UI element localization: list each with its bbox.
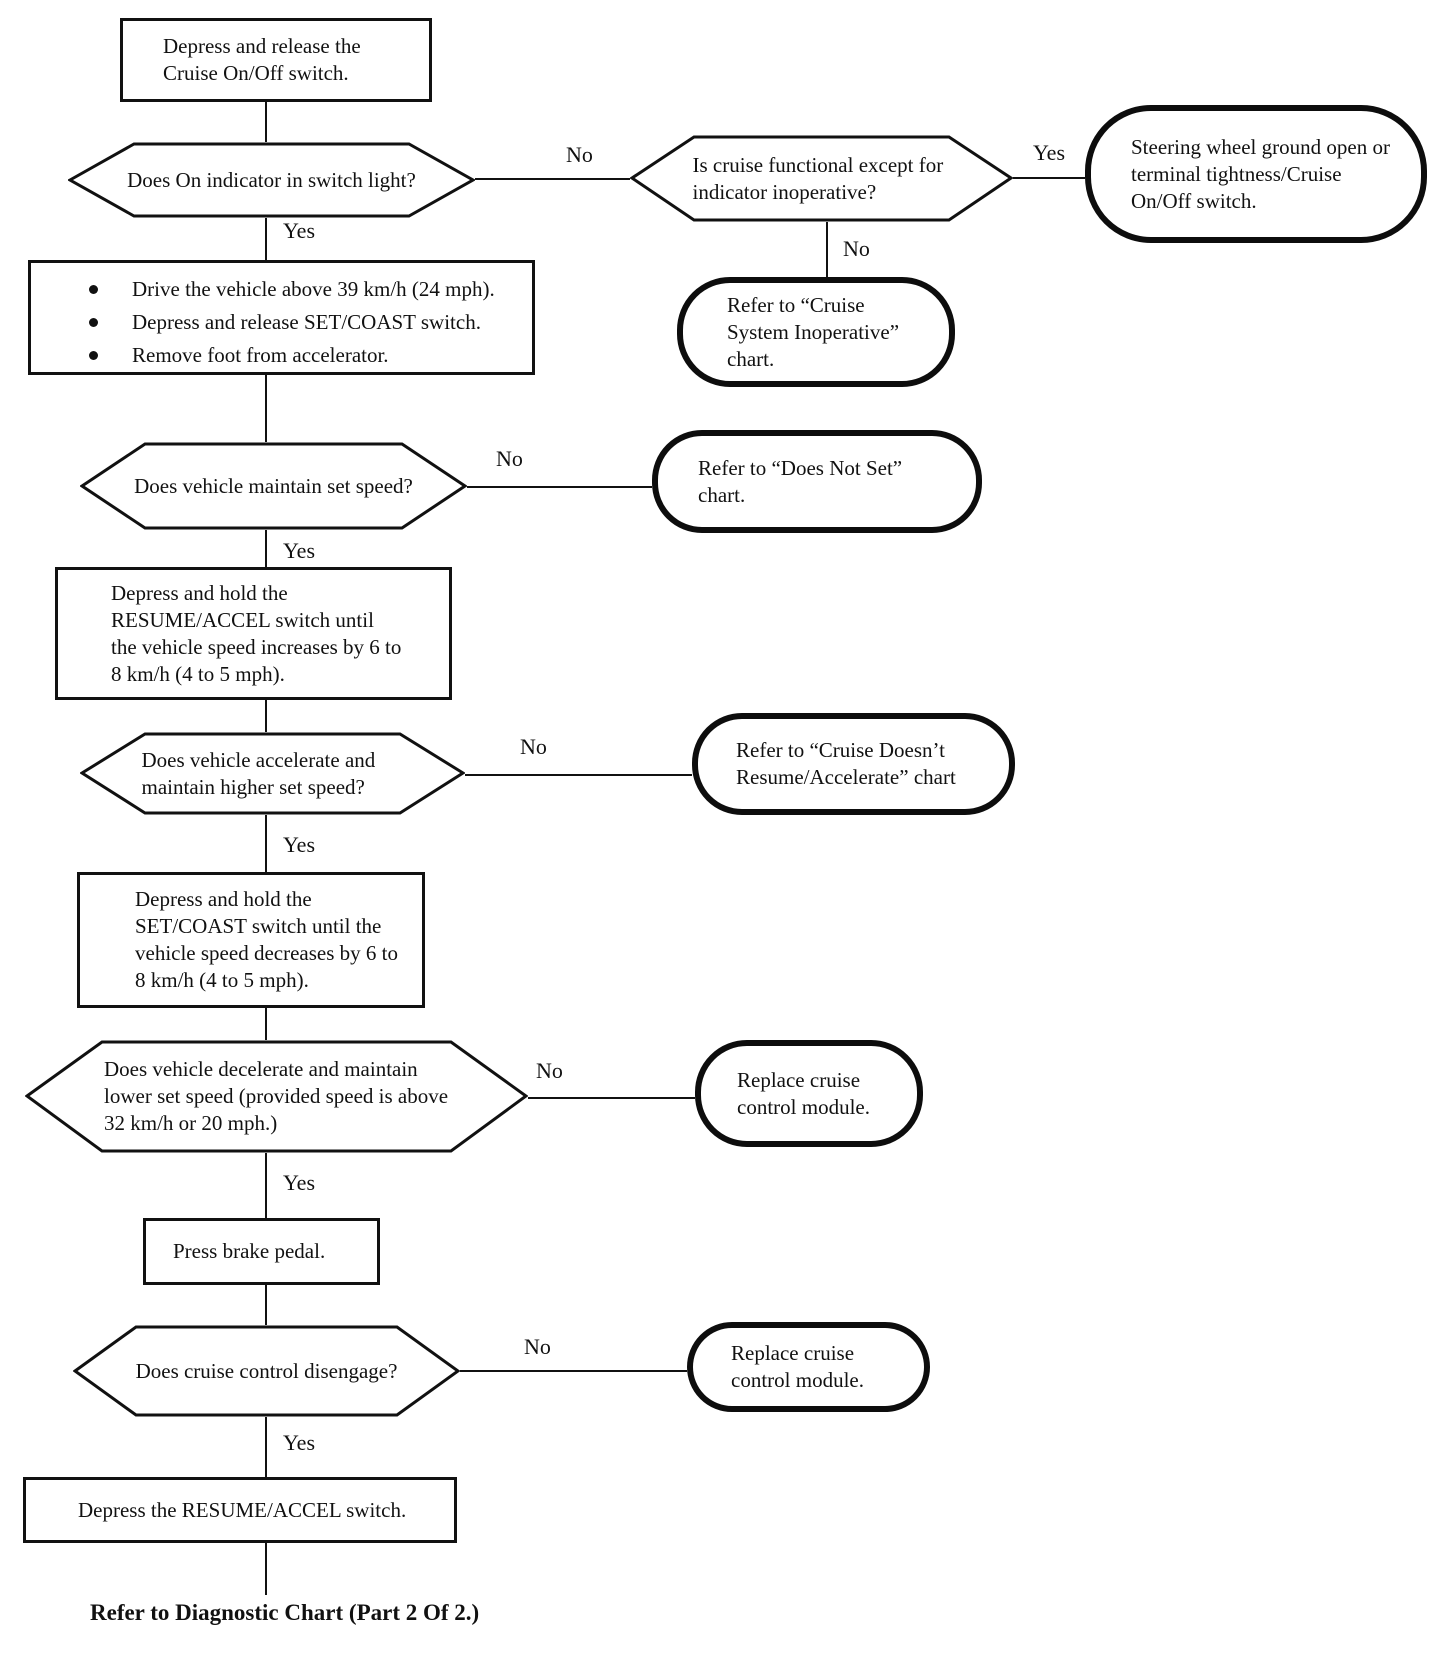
decision-on-indicator: Does On indicator in switch light? xyxy=(68,142,475,218)
connector-line xyxy=(265,1008,267,1040)
terminal-steering-wheel-ground: Steering wheel ground open or terminal t… xyxy=(1085,105,1427,243)
process-drive-vehicle-steps: Drive the vehicle above 39 km/h (24 mph)… xyxy=(28,260,535,375)
terminal-text: Replace cruise control module. xyxy=(737,1067,870,1119)
terminal-doesnt-resume-chart: Refer to “Cruise Doesn’t Resume/Accelera… xyxy=(692,713,1015,815)
process-text: Depress and hold the RESUME/ACCEL switch… xyxy=(111,580,402,686)
connector-line xyxy=(528,1097,695,1099)
connector-line xyxy=(475,178,630,180)
connector-line xyxy=(265,218,267,262)
hexagon-outline xyxy=(630,135,1013,222)
connector-line xyxy=(467,486,652,488)
bullet-icon xyxy=(89,351,98,360)
yes-label: Yes xyxy=(283,1170,316,1195)
decision-accelerate-higher-speed: Does vehicle accelerate and maintain hig… xyxy=(80,732,465,815)
terminal-does-not-set-chart: Refer to “Does Not Set” chart. xyxy=(652,430,982,533)
decision-text: Does vehicle accelerate and maintain hig… xyxy=(141,747,376,799)
decision-text: Does vehicle maintain set speed? xyxy=(134,473,413,498)
process-depress-resume-accel: Depress the RESUME/ACCEL switch. xyxy=(23,1477,457,1543)
decision-maintain-set-speed: Does vehicle maintain set speed? xyxy=(80,442,467,530)
connector-line xyxy=(265,700,267,732)
process-hold-set-coast: Depress and hold the SET/COAST switch un… xyxy=(77,872,425,1008)
terminal-text: Steering wheel ground open or terminal t… xyxy=(1131,134,1390,213)
connector-line xyxy=(265,375,267,442)
connector-line xyxy=(265,1543,267,1595)
bullet-icon xyxy=(89,285,98,294)
connector-line xyxy=(465,774,692,776)
yes-label: Yes xyxy=(283,1430,316,1455)
process-text: Depress and release the Cruise On/Off sw… xyxy=(163,34,361,85)
terminal-cruise-system-inoperative: Refer to “Cruise System Inoperative” cha… xyxy=(677,277,955,387)
connector-line xyxy=(265,1153,267,1218)
bullet-item: Depress and release SET/COAST switch. xyxy=(89,306,495,339)
terminal-text: Refer to “Does Not Set” chart. xyxy=(698,455,903,507)
yes-label: Yes xyxy=(283,538,316,563)
terminal-text: Refer to “Cruise System Inoperative” cha… xyxy=(727,292,900,371)
terminal-replace-module: Replace cruise control module. xyxy=(695,1040,923,1147)
process-press-brake-pedal: Press brake pedal. xyxy=(143,1218,380,1285)
bullet-item: Remove foot from accelerator. xyxy=(89,339,495,372)
process-text: Depress and hold the SET/COAST switch un… xyxy=(135,887,398,992)
hexagon-outline xyxy=(73,1325,460,1417)
yes-label: Yes xyxy=(283,218,316,243)
process-text: Depress the RESUME/ACCEL switch. xyxy=(78,1497,407,1522)
no-label: No xyxy=(524,1334,551,1359)
hexagon-outline xyxy=(25,1040,528,1153)
bullet-text: Depress and release SET/COAST switch. xyxy=(132,310,481,334)
connector-line xyxy=(1013,177,1085,179)
decision-text: Does On indicator in switch light? xyxy=(127,167,416,192)
connector-line xyxy=(460,1370,687,1372)
decision-decelerate-lower-speed: Does vehicle decelerate and maintain low… xyxy=(25,1040,528,1153)
yes-label: Yes xyxy=(283,832,316,857)
connector-line xyxy=(826,222,828,277)
terminal-replace-module: Replace cruise control module. xyxy=(687,1322,930,1412)
bullet-item: Drive the vehicle above 39 km/h (24 mph)… xyxy=(89,273,495,306)
connector-line xyxy=(265,1417,267,1477)
connector-line xyxy=(265,530,267,567)
decision-text: Does cruise control disengage? xyxy=(135,1358,398,1383)
no-label: No xyxy=(536,1058,563,1083)
bullet-icon xyxy=(89,318,98,327)
hexagon-outline xyxy=(68,142,475,218)
decision-cruise-disengage: Does cruise control disengage? xyxy=(73,1325,460,1417)
decision-cruise-functional: Is cruise functional except for indicato… xyxy=(630,135,1013,222)
bullet-text: Drive the vehicle above 39 km/h (24 mph)… xyxy=(132,277,495,301)
footer-note: Refer to Diagnostic Chart (Part 2 Of 2.) xyxy=(90,1600,480,1625)
bullet-list: Drive the vehicle above 39 km/h (24 mph)… xyxy=(31,263,495,372)
connector-line xyxy=(265,102,267,142)
process-depress-onoff-switch: Depress and release the Cruise On/Off sw… xyxy=(120,18,432,102)
connector-line xyxy=(265,815,267,872)
bullet-text: Remove foot from accelerator. xyxy=(132,343,389,367)
terminal-text: Replace cruise control module. xyxy=(731,1341,864,1392)
no-label: No xyxy=(566,142,593,167)
process-text: Press brake pedal. xyxy=(173,1239,326,1263)
hexagon-outline xyxy=(80,442,467,530)
no-label: No xyxy=(520,734,547,759)
process-hold-resume-accel: Depress and hold the RESUME/ACCEL switch… xyxy=(55,567,452,700)
connector-line xyxy=(265,1285,267,1325)
no-label: No xyxy=(496,446,523,471)
terminal-text: Refer to “Cruise Doesn’t Resume/Accelera… xyxy=(736,738,956,789)
yes-label: Yes xyxy=(1033,140,1066,165)
decision-text: Does vehicle decelerate and maintain low… xyxy=(104,1057,449,1135)
hexagon-outline xyxy=(80,732,465,815)
no-label: No xyxy=(843,236,870,261)
decision-text: Is cruise functional except for indicato… xyxy=(692,152,944,204)
